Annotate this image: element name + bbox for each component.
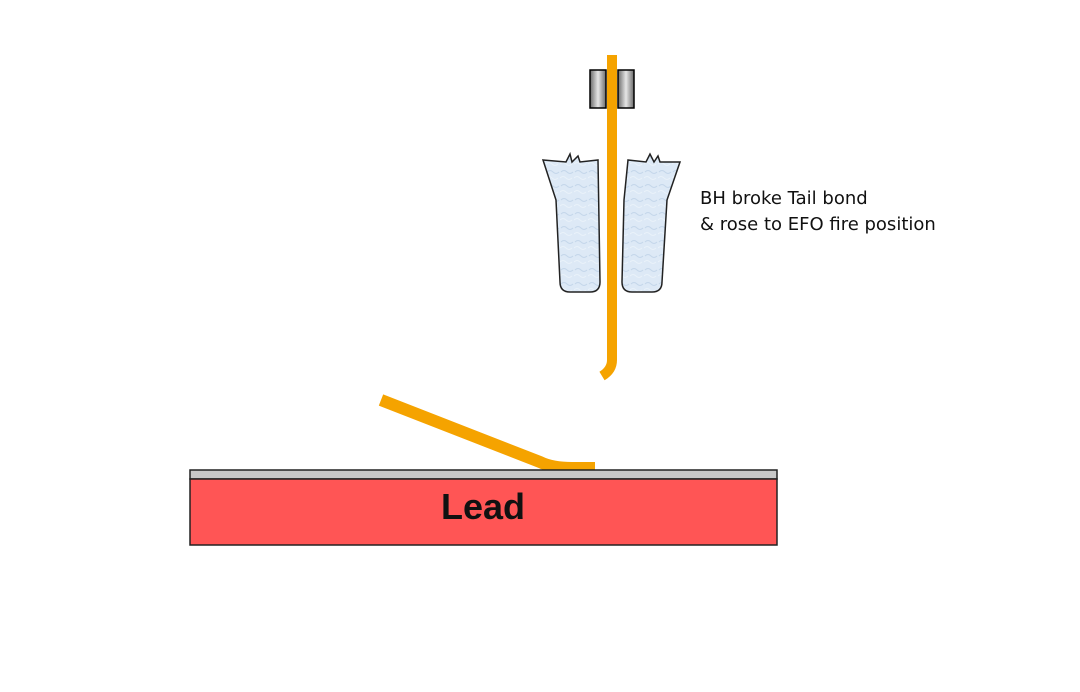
wire-clamp [589, 69, 635, 109]
lead-plating [189, 469, 778, 480]
capillary [541, 151, 682, 293]
wire-clamp-right-jaw [617, 69, 635, 109]
wire-clamp-left-jaw [589, 69, 607, 109]
lead-body [189, 478, 778, 546]
lead-label: Lead [441, 486, 525, 527]
capillary-right-half [621, 152, 682, 293]
step-caption: BH broke Tail bond & rose to EFO fire po… [700, 186, 936, 238]
caption-line-1: BH broke Tail bond [700, 188, 868, 209]
stitch-bond-wire [378, 394, 595, 474]
caption-line-2: & rose to EFO fire position [700, 214, 936, 235]
lead: Lead [189, 469, 778, 546]
bond-wire-tail [599, 55, 617, 381]
capillary-left-half [541, 151, 601, 293]
